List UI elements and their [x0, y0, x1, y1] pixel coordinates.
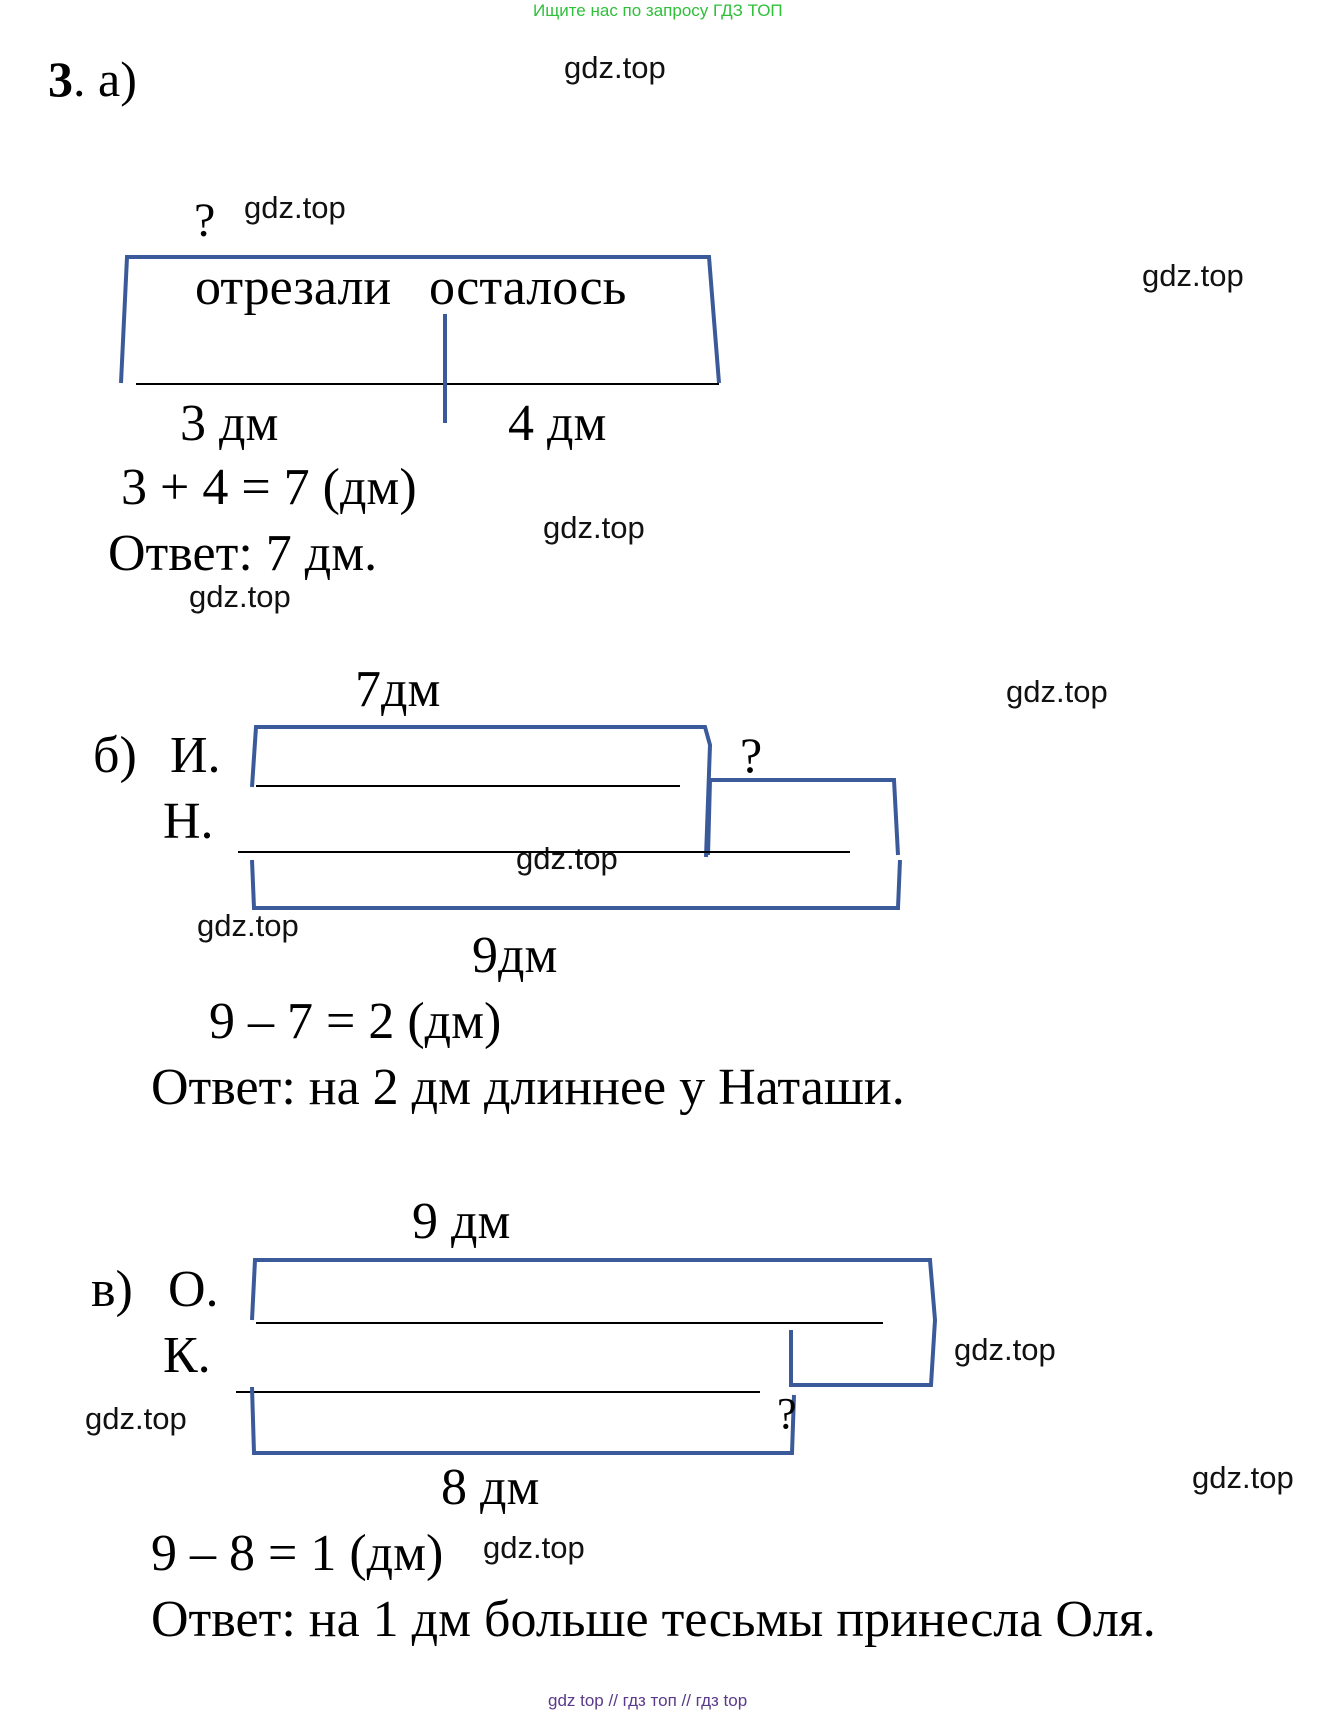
top-banner: Ищите нас по запросу ГДЗ ТОП: [533, 1, 783, 20]
watermark: gdz.top: [244, 190, 346, 225]
watermark: gdz.top: [85, 1401, 187, 1436]
part-a-answer: Ответ: 7 дм.: [108, 525, 378, 582]
watermark: gdz.top: [1192, 1460, 1294, 1495]
part-c-bottom-length: 8 дм: [441, 1459, 540, 1516]
part-b-top-length: 7дм: [355, 661, 441, 718]
part-b-question-mark: ?: [740, 727, 763, 783]
part-b-letter: б): [93, 727, 137, 784]
task-header: 3. а): [48, 54, 137, 104]
watermark: gdz.top: [483, 1530, 585, 1565]
part-a-segment-left-length: 3 дм: [180, 395, 279, 452]
part-c-bottom-bracket: [250, 1386, 796, 1455]
part-b-answer: Ответ: на 2 дм длиннее у Наташи.: [151, 1059, 905, 1116]
watermark: gdz.top: [954, 1332, 1056, 1367]
task-part-a-label: . а): [73, 51, 137, 107]
part-c-answer: Ответ: на 1 дм больше тесьмы принесла Ол…: [151, 1591, 1156, 1648]
part-a-bracket: [119, 255, 721, 384]
watermark: gdz.top: [197, 908, 299, 943]
part-b-bottom-bracket: [250, 859, 902, 910]
watermark: gdz.top: [543, 510, 645, 545]
part-c-row2-label: К.: [163, 1327, 211, 1384]
part-c-diagram: [236, 1258, 938, 1455]
part-b-row1-label: И.: [170, 727, 221, 784]
part-b-equation: 9 – 7 = 2 (дм): [209, 993, 502, 1050]
part-c-top-length: 9 дм: [412, 1193, 511, 1250]
part-a-label-right: осталось: [429, 259, 627, 316]
part-c-row1-label: О.: [168, 1261, 219, 1318]
footer-links[interactable]: gdz top // гдз топ // гдз top: [548, 1691, 748, 1710]
part-b-bottom-length: 9дм: [472, 927, 558, 984]
part-b-difference-bracket: [706, 778, 900, 856]
part-a-segment-right-length: 4 дм: [508, 395, 607, 452]
watermark: gdz.top: [1142, 258, 1244, 293]
part-c-top-bracket: [250, 1258, 938, 1387]
part-b-top-bracket: [250, 725, 713, 858]
part-c-letter: в): [91, 1261, 133, 1318]
part-a-equation: 3 + 4 = 7 (дм): [121, 459, 417, 516]
part-a-question-mark: ?: [194, 194, 216, 247]
part-b-diagram: [238, 725, 902, 910]
watermark: gdz.top: [516, 841, 618, 876]
watermark: gdz.top: [189, 579, 291, 614]
part-c-question-mark: ?: [777, 1389, 797, 1438]
part-a-label-left: отрезали: [195, 259, 392, 316]
part-a-diagram: [119, 255, 721, 423]
part-c-equation: 9 – 8 = 1 (дм): [151, 1525, 444, 1582]
part-b-row2-label: Н.: [163, 793, 214, 850]
task-number: 3: [48, 51, 73, 107]
watermark: gdz.top: [564, 50, 666, 85]
watermark: gdz.top: [1006, 674, 1108, 709]
